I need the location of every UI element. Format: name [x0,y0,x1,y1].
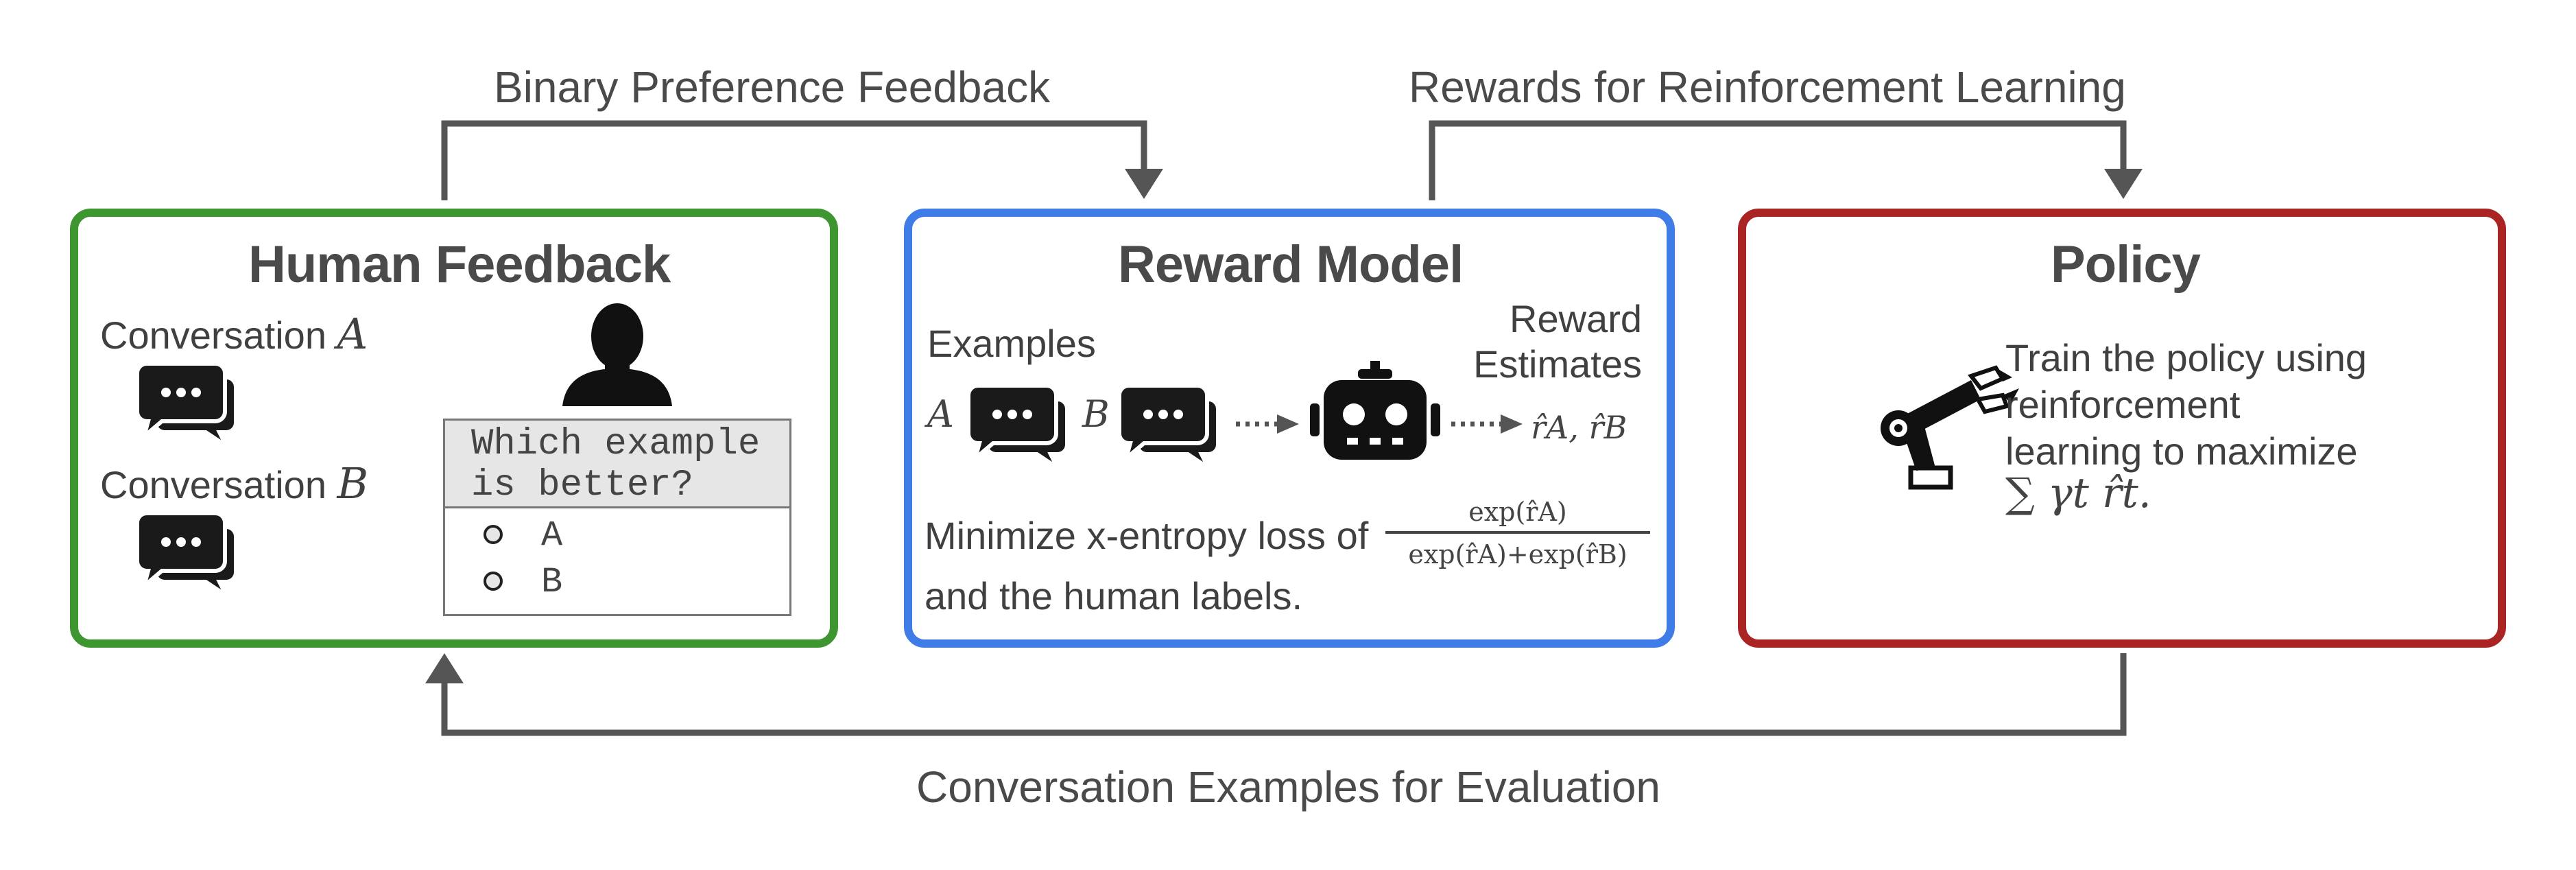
dotted-arrow-icon [1236,414,1299,434]
radio-icon[interactable] [484,572,503,591]
fraction-denominator: exp(r̂A)+exp(r̂B) [1408,539,1627,569]
examples-label: Examples [927,322,1096,365]
dotted-arrow-icon [1451,414,1523,434]
policy-title: Policy [2051,235,2201,294]
arrow-binary-preference [441,120,1147,200]
conversation-a-label: Conversation A [100,309,368,359]
human-feedback-title: Human Feedback [248,235,671,294]
option-b-label: B [541,562,563,602]
variable-b: B [337,458,369,508]
variable-a: A [337,309,368,359]
example-var-b: B [1082,392,1110,436]
survey-question: Which example is better? [445,421,789,508]
arrow-rewards-rl [1429,120,2127,200]
flow-label-binary-preference: Binary Preference Feedback [494,62,1051,112]
chat-bubbles-icon [966,384,1069,474]
policy-description: Train the policy using reinforcement lea… [2005,336,2368,473]
conversation-b-label: Conversation B [100,458,369,508]
example-var-a: A [927,392,954,436]
reward-estimate-vars: r̂A, r̂B [1531,409,1627,446]
radio-icon[interactable] [484,525,503,544]
person-silhouette-icon [562,303,672,406]
option-a-label: A [541,515,563,556]
softmax-fraction: exp(r̂A) exp(r̂A)+exp(r̂B) [1385,497,1650,569]
chat-bubbles-icon [135,362,238,452]
flow-label-rewards-rl: Rewards for Reinforcement Learning [1409,62,2126,112]
policy-panel [1738,209,2506,648]
loss-line-1: Minimize x-entropy loss of [925,514,1369,557]
question-line-2: is better? [471,465,694,506]
reward-estimates-label: Reward Estimates [1473,297,1642,386]
policy-formula: ∑ γt r̂t. [2005,469,2151,517]
loss-line-2: and the human labels. [925,574,1303,618]
fraction-bar [1385,531,1650,534]
arrow-head-binary-preference [1125,169,1163,199]
arrow-head-conversation-examples [425,653,464,683]
fraction-numerator: exp(r̂A) [1468,497,1567,527]
chat-bubbles-icon [1117,384,1220,474]
arrow-conversation-examples [441,653,2127,736]
robot-icon [1310,361,1440,460]
arrow-head-rewards-rl [2104,169,2143,199]
reward-model-title: Reward Model [1118,235,1464,294]
survey-form: Which example is better? A B [443,419,791,616]
flow-label-conversation-examples: Conversation Examples for Evaluation [916,762,1660,812]
robot-arm-icon [1881,365,2019,490]
chat-bubbles-icon [135,511,238,602]
question-line-1: Which example [471,423,761,465]
